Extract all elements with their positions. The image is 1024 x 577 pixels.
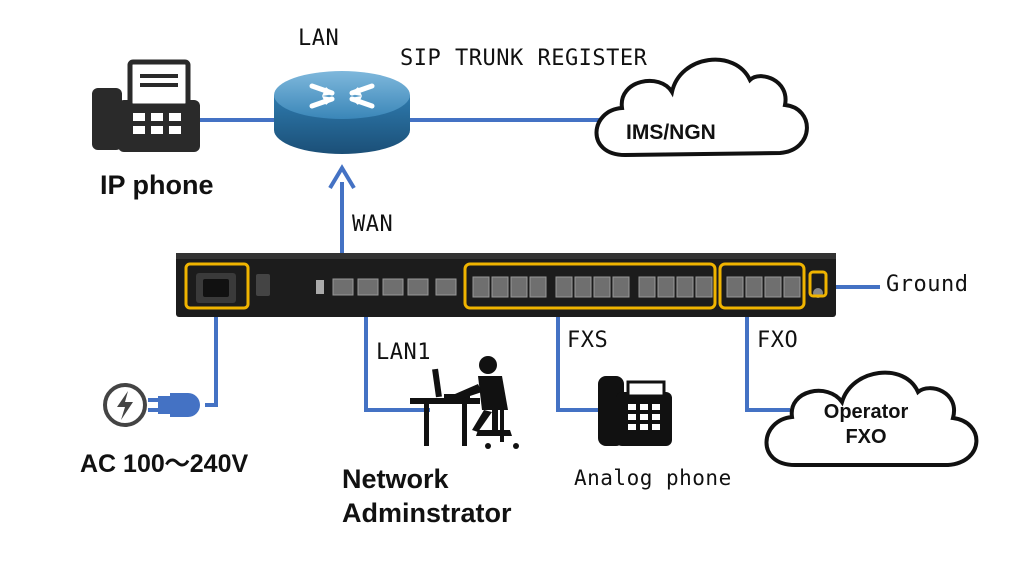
router-icon: [274, 71, 410, 154]
label-fxo: FXO: [757, 328, 799, 353]
label-network-admin: Network Adminstrator: [342, 463, 512, 531]
label-sip-trunk: SIP TRUNK REGISTER: [400, 46, 648, 71]
label-network-admin-line1: Network: [342, 464, 449, 494]
label-ac-power: AC 100～240V: [80, 450, 249, 478]
label-lan1: LAN1: [376, 340, 431, 365]
label-lan: LAN: [298, 26, 340, 51]
label-operator-line1: Operator: [823, 401, 909, 423]
label-fxs: FXS: [567, 328, 609, 353]
label-wan: WAN: [352, 212, 394, 237]
label-analog-phone: Analog phone: [574, 466, 732, 490]
label-operator: Operator FXO: [806, 400, 926, 450]
fax-ip-phone-icon: [92, 59, 200, 152]
gateway-device-icon: [176, 253, 836, 317]
label-network-admin-line2: Adminstrator: [342, 497, 512, 528]
link-lan1: [364, 287, 430, 412]
label-ims-ngn: IMS/NGN: [626, 121, 716, 144]
link-fxs: [556, 290, 598, 412]
power-plug-icon: [103, 383, 200, 427]
cloud-icon-operator: [764, 370, 979, 467]
label-operator-line2: FXO: [845, 426, 887, 448]
admin-workstation-icon: [410, 356, 519, 449]
link-fxo: [745, 290, 790, 412]
analog-phone-icon: [598, 376, 672, 446]
cloud-icon-ims: [594, 57, 809, 158]
label-ground: Ground: [886, 272, 969, 297]
label-ip-phone: IP phone: [100, 170, 214, 200]
wan-arrow-head: [328, 164, 356, 190]
link-power: [205, 307, 218, 407]
